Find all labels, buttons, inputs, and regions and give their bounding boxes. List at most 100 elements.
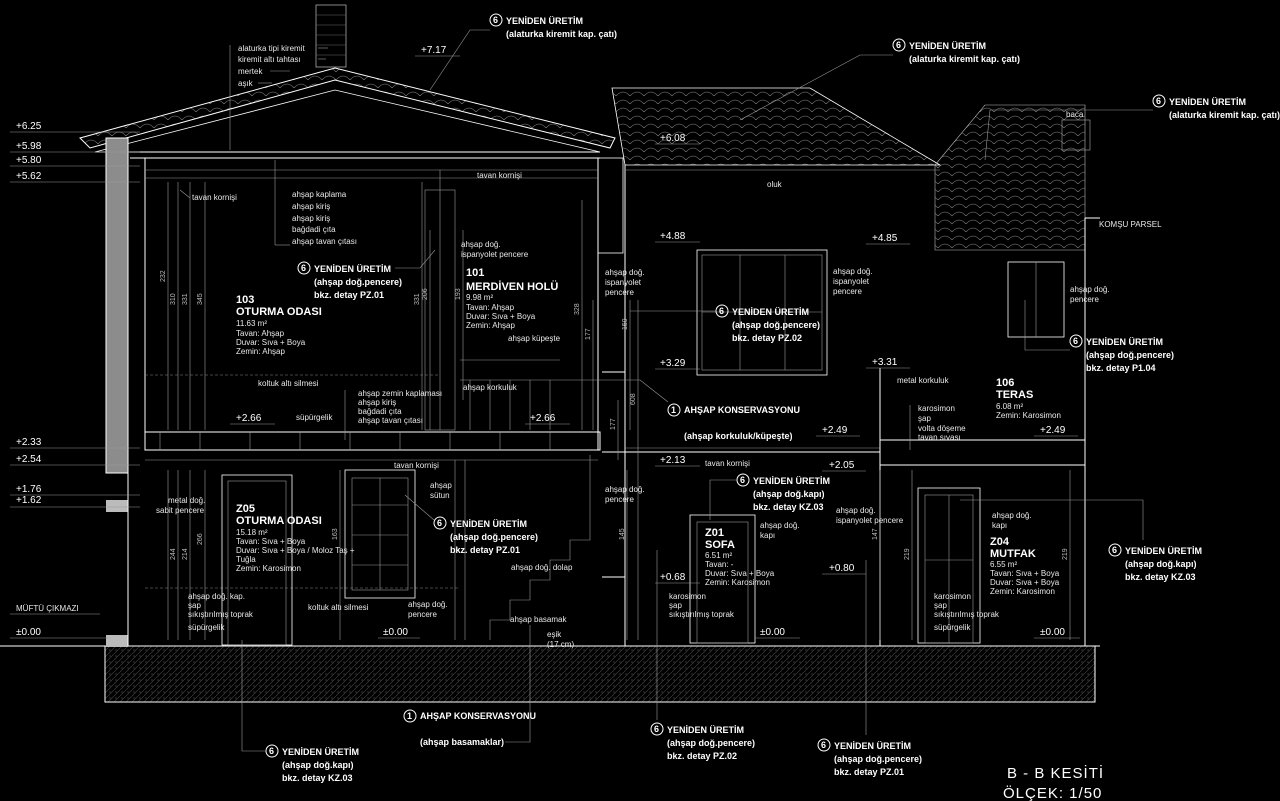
note: ahşap küpeşte <box>508 334 561 343</box>
left-level-markers: +6.25 +5.98 +5.80 +5.62 +2.33 +2.54 +1.7… <box>10 121 140 639</box>
room-title: MERDİVEN HOLÜ <box>466 280 558 293</box>
callout-text: (alaturka kiremit kap. çatı) <box>909 54 1020 64</box>
callout-text: (ahşap korkuluk/küpeşte) <box>684 431 793 441</box>
room-spec: Zemin: Karosimon <box>990 587 1055 596</box>
level-label: +4.88 <box>660 231 686 242</box>
level-label: +5.62 <box>16 171 42 182</box>
note: kiremit altı tahtası <box>238 55 301 64</box>
room-area: 6.55 m² <box>990 560 1017 569</box>
room-spec: Zemin: Karosimon <box>996 411 1061 420</box>
callout-title: YENİDEN ÜRETİM <box>753 476 830 486</box>
callout-number: 6 <box>1156 96 1161 106</box>
dimension-label: 206 <box>422 288 429 300</box>
room-spec: Tavan: - <box>705 560 734 569</box>
note: tavan kornişi <box>705 459 750 468</box>
level-label: +2.05 <box>829 460 855 471</box>
room-area: 11.63 m² <box>236 319 267 328</box>
note: süpürgelik <box>934 623 971 632</box>
note: tavan kornişi <box>394 461 439 470</box>
note: süpürgelik <box>188 623 225 632</box>
level-markers: +7.17 +6.08 +4.88 +4.85 +3.29 +3.31 +2.6… <box>230 45 1080 639</box>
note: koltuk altı silmesi <box>258 379 319 388</box>
callout-text: (ahşap doğ.kapı) <box>1125 559 1197 569</box>
callout-window-p104: 6 YENİDEN ÜRETİM (ahşap doğ.pencere) bkz… <box>1024 300 1174 373</box>
note: sabit pencere <box>156 506 205 515</box>
callout-number: 6 <box>740 475 745 485</box>
callout-number: 6 <box>654 724 659 734</box>
level-label: +5.98 <box>16 141 42 152</box>
note: ahşap doğ. <box>836 506 876 515</box>
dimension-label: 310 <box>170 293 177 305</box>
callout-window-pz01-ground-2: 6 YENİDEN ÜRETİM (ahşap doğ.pencere) bkz… <box>817 560 922 777</box>
note: ahşap basamak <box>510 615 567 624</box>
foundation <box>0 645 1100 703</box>
callout-ref: bkz. detay PZ.01 <box>834 767 904 777</box>
street-label: MÜFTÜ ÇIKMAZI <box>16 604 79 613</box>
callout-text: (ahşap doğ.pencere) <box>1086 350 1174 360</box>
room-title: MUTFAK <box>990 548 1036 560</box>
dimension-label: 219 <box>904 548 911 560</box>
callout-ref: bkz. detay KZ.03 <box>753 502 824 512</box>
callout-text: (ahşap basamaklar) <box>420 737 504 747</box>
callout-ref: bkz. detay PZ.01 <box>450 545 520 555</box>
callout-door-kz03-z04: 6 YENİDEN ÜRETİM (ahşap doğ.kapı) bkz. d… <box>960 499 1202 582</box>
callout-number: 1 <box>671 405 676 415</box>
level-label: +2.49 <box>1040 425 1066 436</box>
note: ahşap doğ. <box>605 268 645 277</box>
room-z01: Z01 SOFA 6.51 m² Tavan: - Duvar: Sıva + … <box>705 527 775 587</box>
room-spec: Zemin: Karosimon <box>236 564 301 573</box>
callout-number: 6 <box>719 306 724 316</box>
room-spec: Zemin: Ahşap <box>236 347 285 356</box>
note: ispanyolet pencere <box>836 516 904 525</box>
note: sütun <box>430 491 450 500</box>
note: (17 cm) <box>547 640 574 649</box>
room-spec: Duvar: Sıva + Boya <box>466 312 536 321</box>
callout-title: AHŞAP KONSERVASYONU <box>420 711 536 721</box>
level-label: +2.66 <box>530 413 556 424</box>
note: ispanyolet <box>833 277 870 286</box>
ceiling-layer-notes: ahşap kaplama ahşap kiriş ahşap kiriş ba… <box>274 160 357 246</box>
callout-number: 6 <box>493 15 498 25</box>
callout-text: (ahşap doğ.pencere) <box>834 754 922 764</box>
note: ahşap kiriş <box>358 398 396 407</box>
note: ahşap doğ. <box>408 600 448 609</box>
note: pencere <box>833 287 862 296</box>
room-number: Z01 <box>705 527 724 539</box>
dimension-label: 214 <box>182 548 189 560</box>
callout-ref: bkz. detay PZ.02 <box>667 751 737 761</box>
level-label: +6.25 <box>16 121 42 132</box>
dimension-label: 147 <box>872 528 879 540</box>
dimension-label: 145 <box>619 528 626 540</box>
callout-door-kz03-z05: 6 YENİDEN ÜRETİM (ahşap doğ.kapı) bkz. d… <box>241 640 359 783</box>
dimension-label: 232 <box>160 270 167 282</box>
room-area: 6.08 m² <box>996 402 1023 411</box>
level-label: ±0.00 <box>760 627 785 638</box>
room-title: OTURMA ODASI <box>236 306 322 318</box>
callout-window-pz02-upper: 6 YENİDEN ÜRETİM (ahşap doğ.pencere) bkz… <box>630 304 820 343</box>
level-label: +4.85 <box>872 233 898 244</box>
callout-text: (ahşap doğ.pencere) <box>450 532 538 542</box>
callout-title: YENİDEN ÜRETİM <box>282 747 359 757</box>
level-label: +0.80 <box>829 563 855 574</box>
callout-number: 6 <box>437 518 442 528</box>
callout-title: YENİDEN ÜRETİM <box>506 16 583 26</box>
level-label: ±0.00 <box>16 627 41 638</box>
note: pencere <box>408 610 437 619</box>
level-label: +2.13 <box>660 455 686 466</box>
note: KOMŞU PARSEL <box>1099 220 1162 229</box>
dimension-label: 608 <box>630 393 637 405</box>
note: kapı <box>992 521 1007 530</box>
room-number: Z05 <box>236 503 255 515</box>
callout-ref: bkz. detay KZ.03 <box>282 773 353 783</box>
level-label: +2.66 <box>236 413 262 424</box>
level-label: +2.49 <box>822 425 848 436</box>
callout-ref: bkz. detay KZ.03 <box>1125 572 1196 582</box>
note: ahşap doğ. <box>1070 285 1110 294</box>
callout-roof-1: 6 YENİDEN ÜRETİM (alaturka kiremit kap. … <box>429 13 617 91</box>
note: metal doğ. <box>168 496 205 505</box>
callout-stairs-conservation: 1 AHŞAP KONSERVASYONU (ahşap basamaklar) <box>403 625 536 747</box>
callout-number: 6 <box>301 263 306 273</box>
note: ahşap doğ. <box>760 521 800 530</box>
callout-roof-3: 6 YENİDEN ÜRETİM (alaturka kiremit kap. … <box>984 94 1280 161</box>
callout-number: 1 <box>407 711 412 721</box>
